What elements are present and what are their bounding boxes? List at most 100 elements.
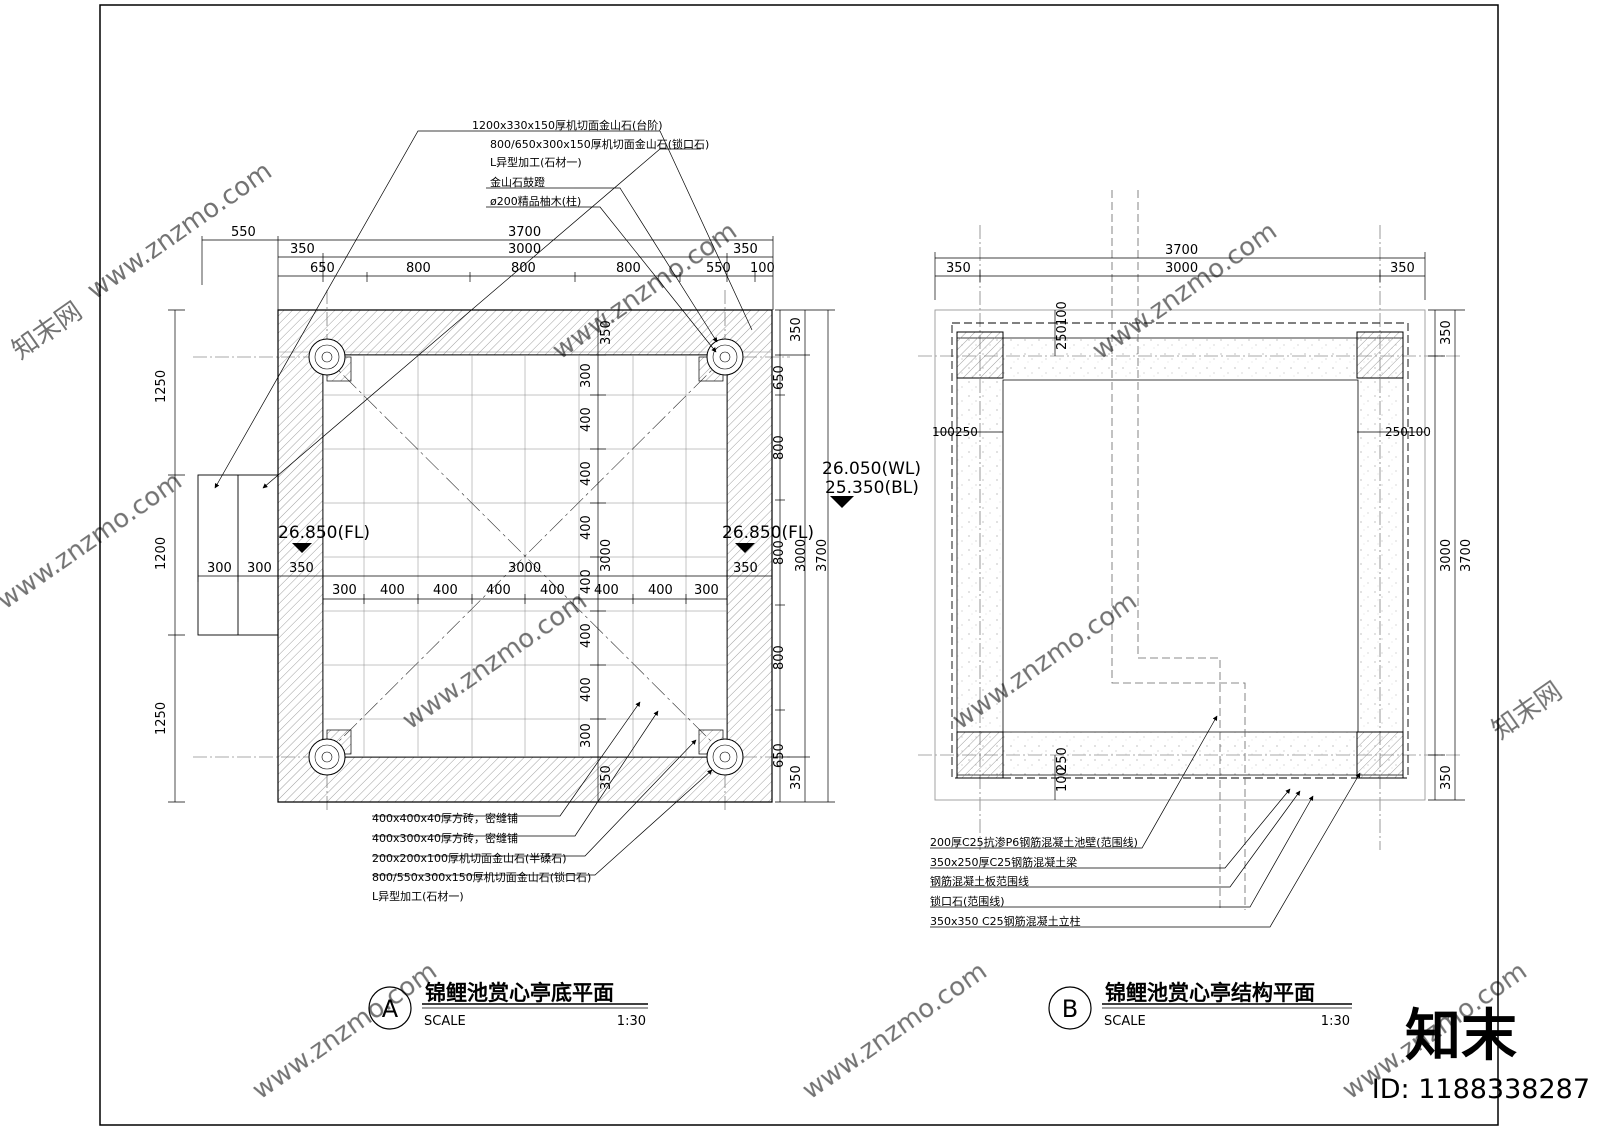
watermark-brand-1: 知末网: [7, 296, 88, 365]
dim-a-step-300b: 300: [247, 561, 272, 576]
watermark-layer: 知末网 www.znzmo.com www.znzmo.com www.znzm…: [0, 156, 1568, 1106]
plan-b-slab-outline: [951, 322, 1409, 779]
callout-a-top-2: L异型加工(石材一): [490, 155, 582, 169]
dim-a-hrow-2: 400: [433, 583, 458, 598]
callout-b-3: 锁口石(范围线): [930, 894, 1005, 908]
dim-a-right-800c: 800: [772, 645, 787, 670]
dim-a-hrow-6: 400: [648, 583, 673, 598]
callout-a-bottom-2: 200x200x100厚机切面金山石(半磉石): [372, 851, 567, 865]
dim-b-top-3700: 3700: [1165, 243, 1198, 258]
dim-b-r-250: 250: [1385, 425, 1408, 439]
dim-a-vcol-6: 400: [579, 623, 594, 648]
watermark-site-8: www.znzmo.com: [797, 956, 993, 1106]
dim-a-hrow-7: 300: [694, 583, 719, 598]
dim-a-seg-100: 100: [750, 261, 775, 276]
dim-a-hrow-5: 400: [594, 583, 619, 598]
dim-b-in-100b: 100: [1055, 767, 1070, 792]
dim-b-right-3700: 3700: [1459, 539, 1474, 572]
plan-b-scale-label: SCALE: [1104, 1014, 1146, 1029]
dim-a-vcol-3: 400: [579, 515, 594, 540]
plan-b-title: 锦鲤池赏心亭结构平面: [1105, 981, 1315, 1005]
plan-b-badge: B: [1062, 995, 1078, 1023]
dim-a-mid-3000: 3000: [508, 561, 541, 576]
sheet-border: [99, 4, 1499, 1126]
callout-b-0: 200厚C25抗渗P6钢筋混凝土池壁(范围线): [930, 835, 1138, 849]
callout-a-top-4: ø200精品柚木(柱): [490, 194, 581, 208]
plan-a-scale-label: SCALE: [424, 1014, 466, 1029]
dim-a-right-650b: 650: [772, 743, 787, 768]
dim-a-seg-550: 550: [706, 261, 731, 276]
dim-a-hrow-1: 400: [380, 583, 405, 598]
level-a-floor-left: 26.850(FL): [278, 523, 370, 543]
callout-a-top-1: 800/650x300x150厚机切面金山石(锁口石): [490, 137, 709, 151]
plan-b-concrete-columns: [956, 331, 1404, 779]
dim-b-in-100t: 100: [1055, 301, 1070, 326]
dim-a-left-1250a: 1250: [154, 370, 169, 403]
plan-a-title: 锦鲤池赏心亭底平面: [425, 981, 614, 1005]
plan-b-lock-stone-outline: [934, 309, 1426, 801]
watermark-brand-2: 知末网: [1487, 676, 1568, 745]
plan-b-pool-wall-line: [1111, 190, 1246, 910]
dim-a-left-1250b: 1250: [154, 702, 169, 735]
watermark-id: ID: 1188338287: [1372, 1074, 1590, 1105]
dim-a-hrow-0: 300: [332, 583, 357, 598]
plan-a-floor-plan: [168, 130, 854, 876]
dim-a-right-800a: 800: [772, 435, 787, 460]
dim-b-l-250: 250: [955, 425, 978, 439]
dim-b-top-350r: 350: [1390, 261, 1415, 276]
plan-a-scale-value: 1:30: [617, 1014, 646, 1029]
plan-b-labels: 200厚C25抗渗P6钢筋混凝土池壁(范围线) 350x250厚C25钢筋混凝土…: [930, 243, 1474, 928]
dim-b-l-100: 100: [932, 425, 955, 439]
dim-a-right-3000: 3000: [794, 539, 809, 572]
dim-a-right-350b: 350: [789, 765, 804, 790]
callout-b-1: 350x250厚C25钢筋混凝土梁: [930, 855, 1077, 869]
dim-a-step-300a: 300: [207, 561, 232, 576]
dim-b-in-250b: 250: [1055, 747, 1070, 772]
plan-b-badge-circle: [1048, 986, 1092, 1030]
dim-a-hrow-4: 400: [540, 583, 565, 598]
dim-a-vcol-8: 300: [579, 723, 594, 748]
dim-a-vcol-5: 400: [579, 569, 594, 594]
dim-b-top-350l: 350: [946, 261, 971, 276]
dim-b-right-350b: 350: [1439, 765, 1454, 790]
watermark-site-7: www.znzmo.com: [247, 956, 443, 1106]
dim-a-left-1200: 1200: [154, 537, 169, 570]
dim-a-seg-800b: 800: [511, 261, 536, 276]
dim-a-inner-350b: 350: [599, 765, 614, 790]
plan-a-diagonals: [322, 354, 728, 758]
dim-a-vcol-7: 400: [579, 677, 594, 702]
plan-a-title-block: A 锦鲤池赏心亭底平面 SCALE 1:30: [368, 981, 648, 1030]
callout-b-2: 钢筋混凝土板范围线: [930, 874, 1029, 888]
dim-a-seg-650: 650: [310, 261, 335, 276]
dim-a-mid-350l: 350: [289, 561, 314, 576]
dim-a-seg-800c: 800: [616, 261, 641, 276]
callout-b-4: 350x350 C25钢筋混凝土立柱: [930, 914, 1081, 928]
plan-a-badge-circle: [368, 986, 412, 1030]
dim-a-top-350l: 350: [290, 242, 315, 257]
plan-b-scale-value: 1:30: [1321, 1014, 1350, 1029]
dim-a-vcol-2: 400: [579, 461, 594, 486]
dim-a-inner-350t: 350: [599, 320, 614, 345]
dim-a-top-350r: 350: [733, 242, 758, 257]
dim-a-top-3700: 3700: [508, 225, 541, 240]
dim-a-hrow-3: 400: [486, 583, 511, 598]
dim-a-right-350a: 350: [789, 317, 804, 342]
level-water: 26.050(WL): [822, 459, 921, 479]
plan-a-steps: [197, 474, 279, 636]
dim-b-right-350a: 350: [1439, 320, 1454, 345]
plan-a-level-markers: [292, 496, 854, 553]
dim-a-top-3000: 3000: [508, 242, 541, 257]
dim-b-top-3000: 3000: [1165, 261, 1198, 276]
dim-a-right-650a: 650: [772, 365, 787, 390]
plan-b-title-block: B 锦鲤池赏心亭结构平面 SCALE 1:30: [1048, 981, 1352, 1030]
plan-a-bottom-leaders: [372, 701, 713, 876]
plan-b-structure-plan: [918, 190, 1465, 928]
dim-a-seg-800a: 800: [406, 261, 431, 276]
plan-a-top-leaders: [214, 130, 753, 489]
level-a-floor-right: 26.850(FL): [722, 523, 814, 543]
plan-b-leaders: [930, 715, 1361, 928]
plan-a-badge: A: [382, 995, 399, 1023]
callout-a-bottom-4: L异型加工(石材一): [372, 889, 464, 903]
